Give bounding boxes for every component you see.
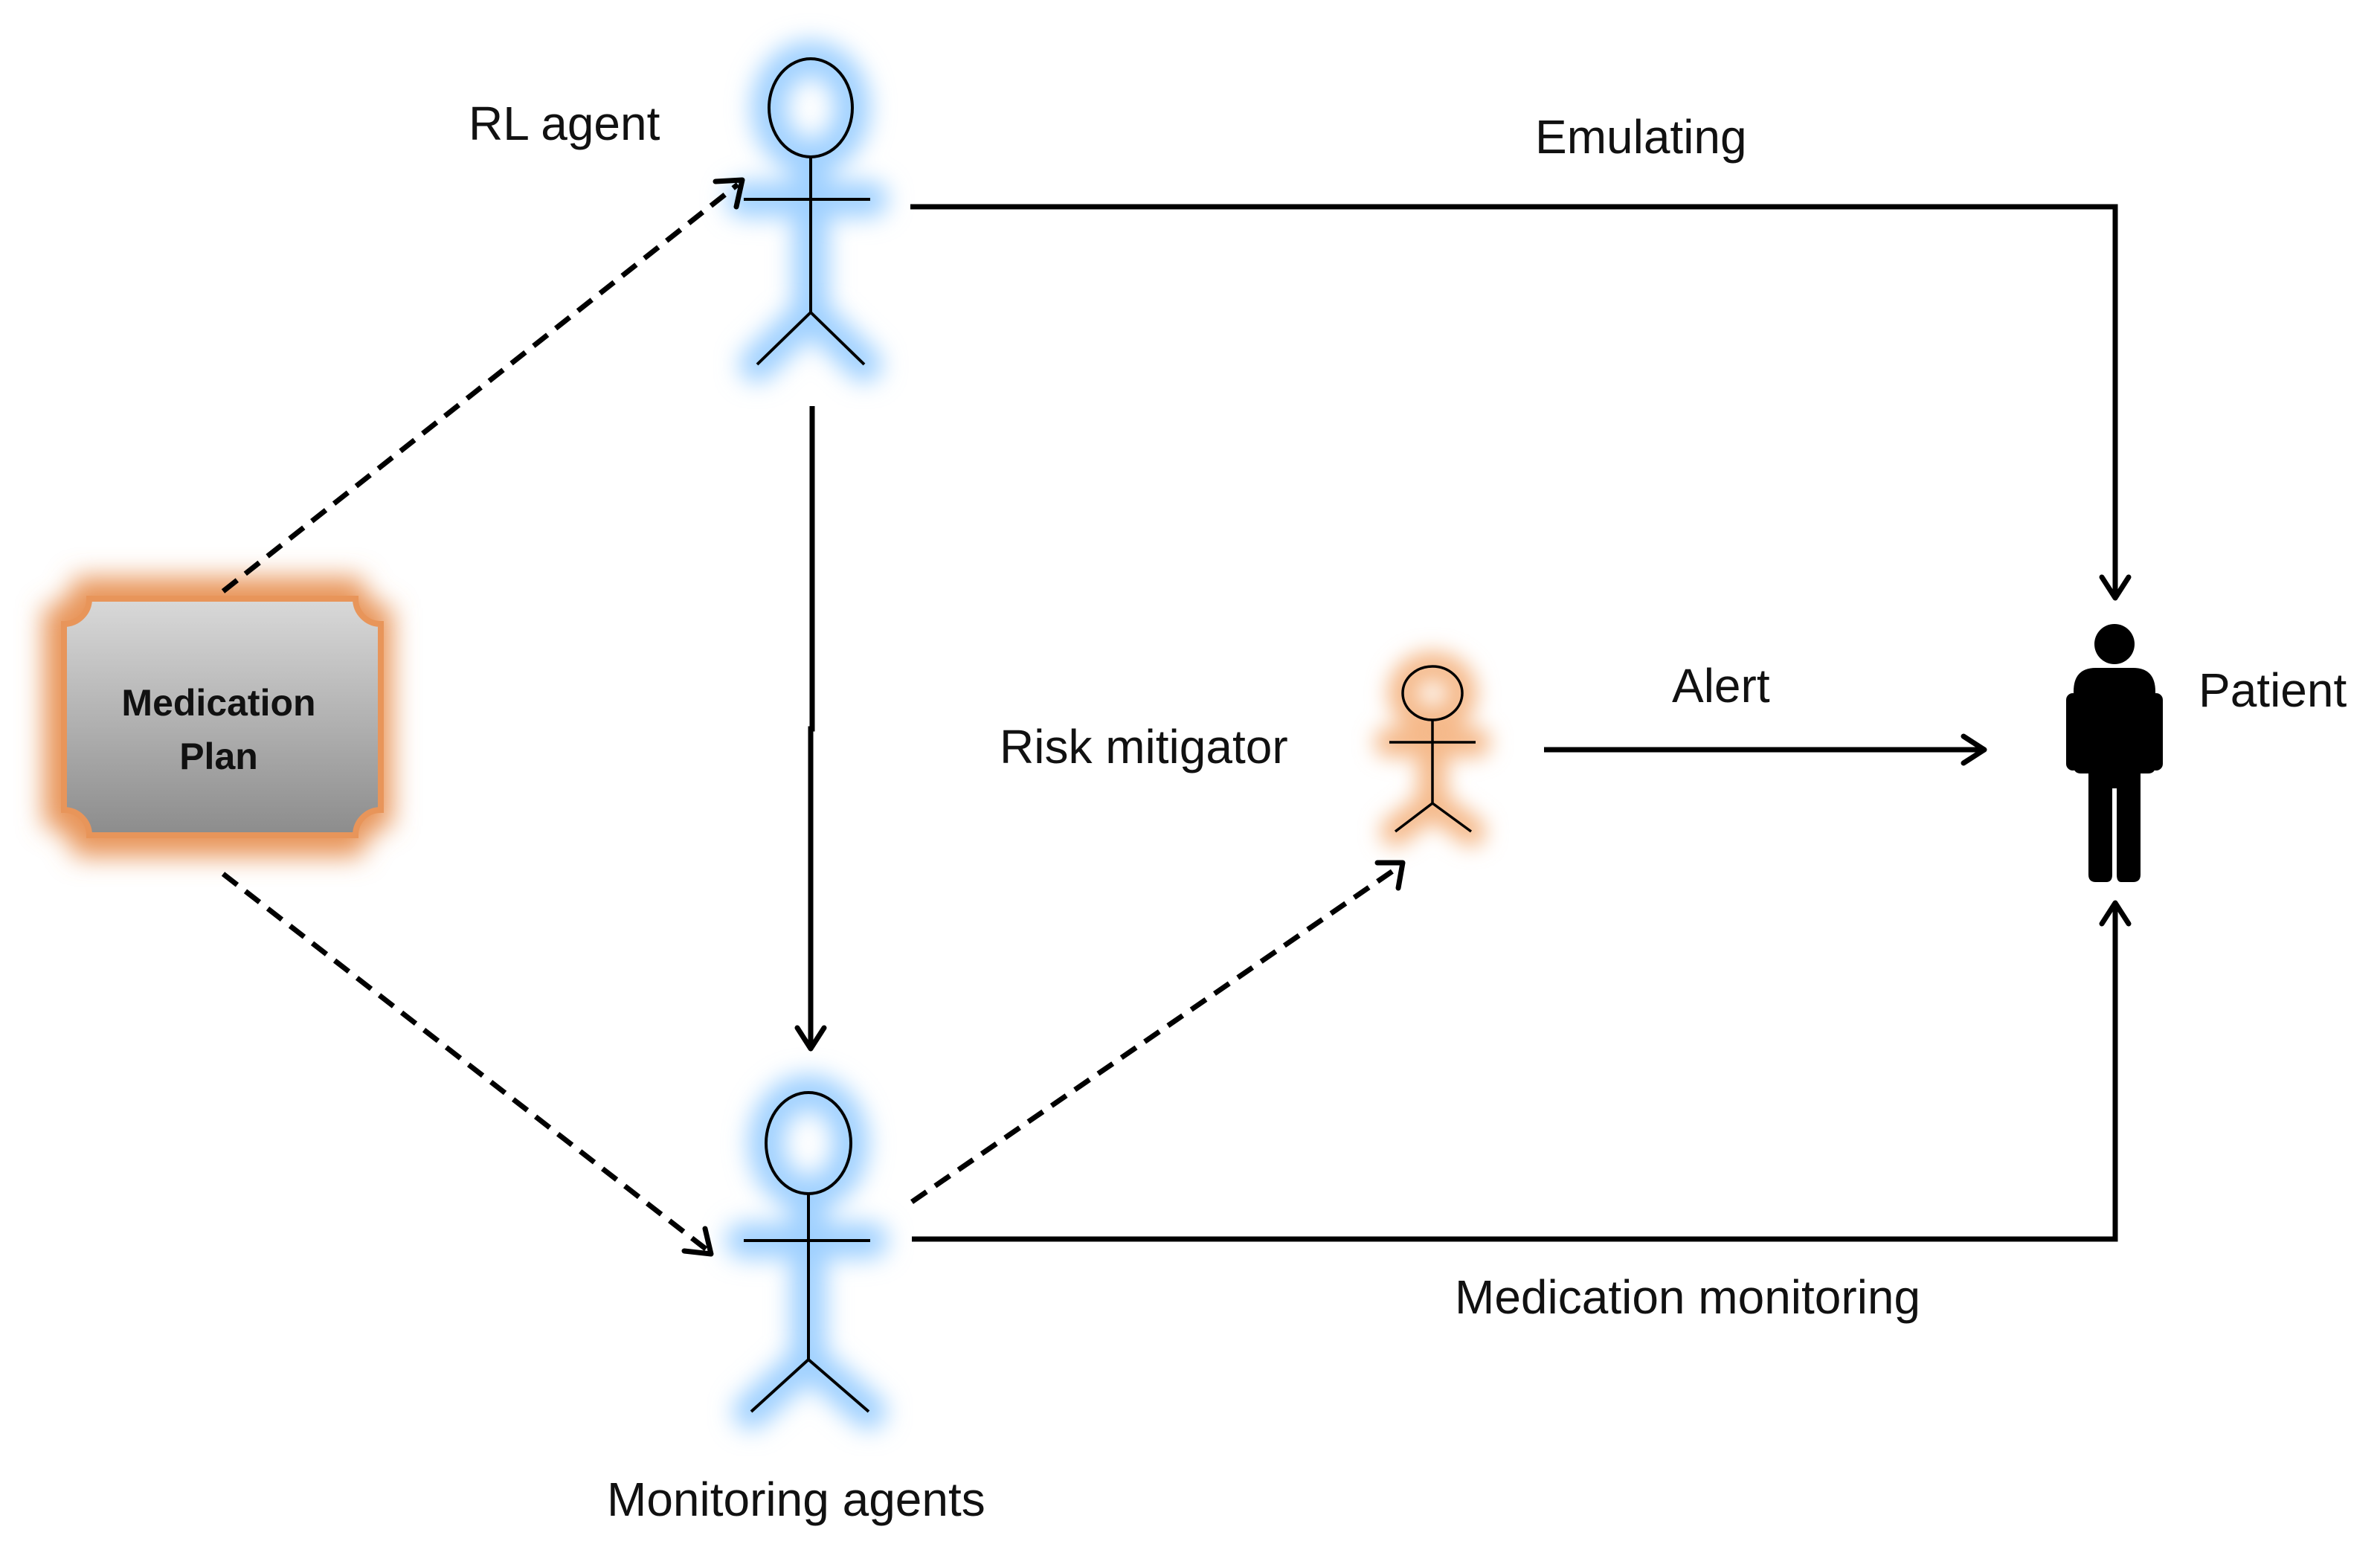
alert-arrow [1544, 733, 1987, 766]
monitoring-to-risk-mitigator-dashed-arrow [910, 860, 1406, 1204]
alert-label: Alert [1672, 659, 1770, 713]
monitoring-agents-figure-icon [726, 1075, 888, 1429]
medication-plan-node: Medication Plan [43, 577, 393, 857]
patient-label: Patient [2199, 663, 2347, 717]
medication-monitoring-label: Medication monitoring [1455, 1270, 1920, 1324]
emulating-arrow [910, 204, 2132, 601]
medication-plan-plaque-icon [61, 596, 384, 838]
plan-to-rl-agent-dashed-arrow [221, 177, 745, 594]
rl-to-monitoring-arrow [794, 406, 827, 1052]
risk-mitigator-figure-icon [1374, 652, 1490, 846]
medication-plan-label-line1: Medication [121, 682, 315, 724]
medication-plan-label-line2: Plan [179, 736, 258, 777]
plan-to-monitoring-dashed-arrow [221, 872, 714, 1257]
patient-person-icon [2066, 624, 2163, 882]
medication-monitoring-arrow [912, 900, 2132, 1242]
risk-mitigator-label: Risk mitigator [1000, 720, 1288, 773]
rl-agent-label: RL agent [469, 97, 660, 150]
emulating-label: Emulating [1535, 110, 1747, 164]
rl-agent-figure-icon [726, 41, 888, 382]
monitoring-agents-label: Monitoring agents [607, 1473, 985, 1526]
